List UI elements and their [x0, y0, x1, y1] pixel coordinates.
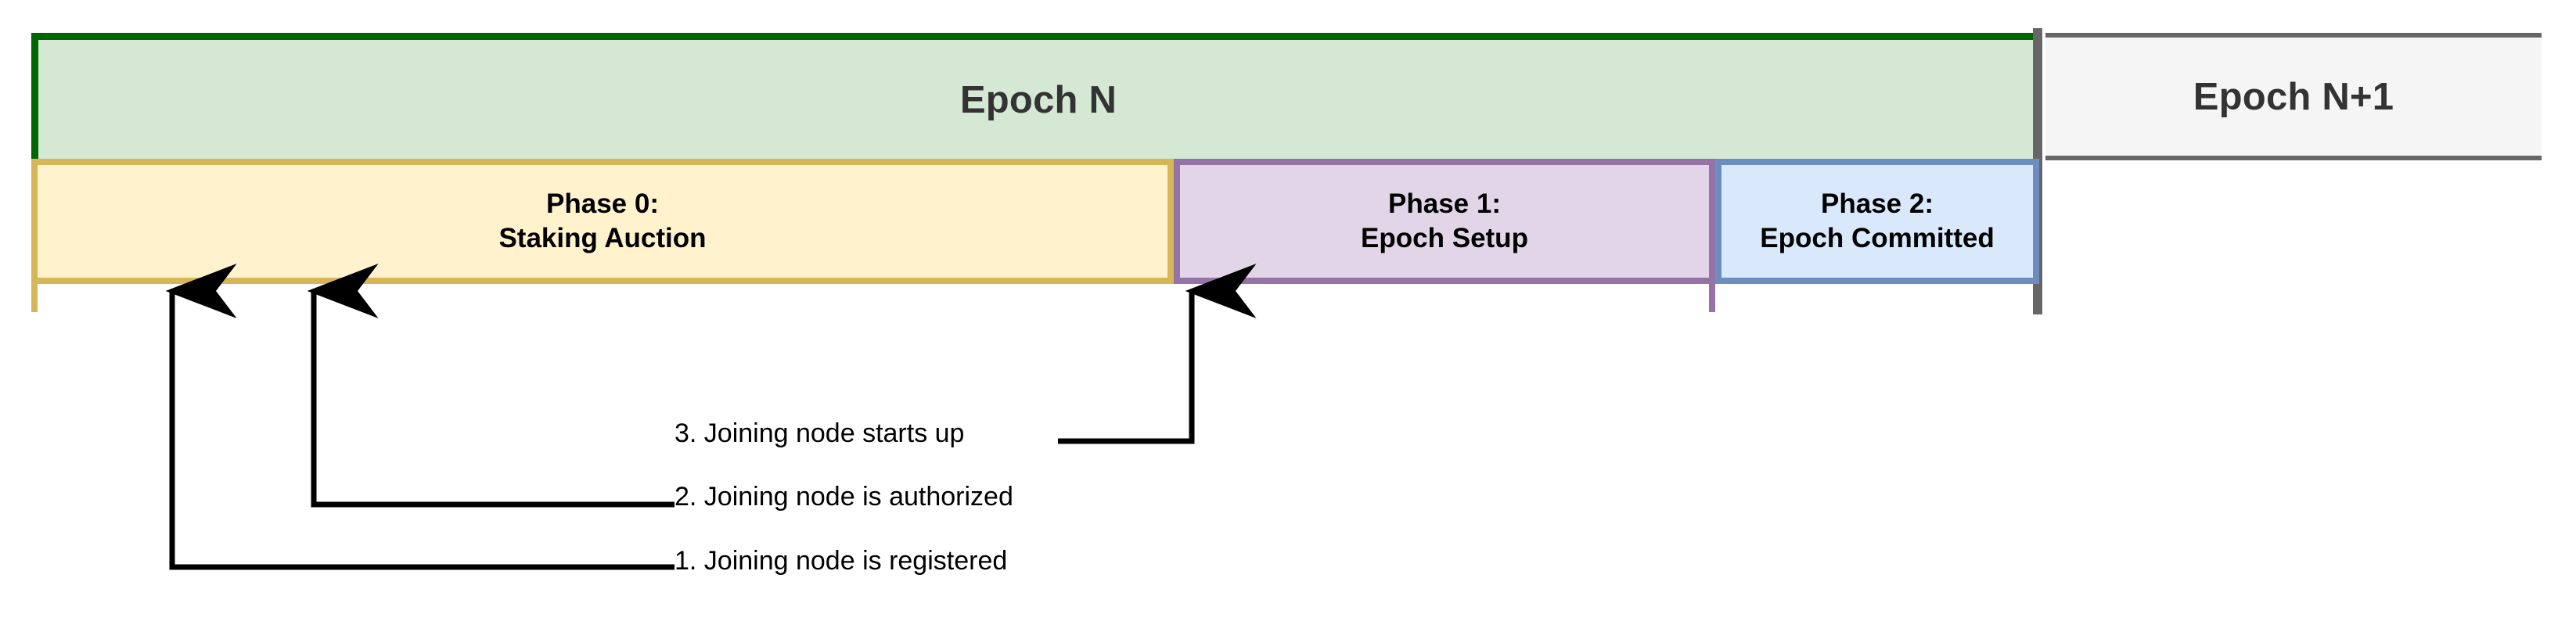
callout-2-label: 2. Joining node is authorized	[675, 482, 1013, 512]
phase-1-end-tick	[1709, 284, 1715, 312]
epoch-n-box: Epoch N	[31, 33, 2038, 160]
phase-1-title: Phase 1:	[1388, 188, 1501, 219]
callout-2-connector	[307, 264, 675, 508]
callout-3-connector	[1058, 264, 1257, 444]
phase-1-box: Phase 1: Epoch Setup	[1174, 159, 1715, 284]
epoch-n-plus-1-label: Epoch N+1	[2193, 75, 2394, 118]
callout-3-label: 3. Joining node starts up	[675, 418, 965, 448]
epoch-n-label: Epoch N	[959, 79, 1117, 121]
callout-1-label: 1. Joining node is registered	[675, 546, 1008, 576]
phase-2-subtitle: Epoch Committed	[1760, 223, 1995, 253]
callout-1-connector	[165, 264, 675, 570]
phase-0-title: Phase 0:	[546, 188, 659, 219]
phase-0-start-tick	[31, 284, 38, 312]
phase-2-title: Phase 2:	[1821, 188, 1934, 219]
phase-1-subtitle: Epoch Setup	[1361, 223, 1528, 253]
phase-0-subtitle: Staking Auction	[498, 223, 707, 253]
phase-0-box: Phase 0: Staking Auction	[31, 159, 1174, 284]
epoch-n-plus-1-box: Epoch N+1	[2045, 33, 2542, 160]
phase-2-box: Phase 2: Epoch Committed	[1715, 159, 2039, 284]
